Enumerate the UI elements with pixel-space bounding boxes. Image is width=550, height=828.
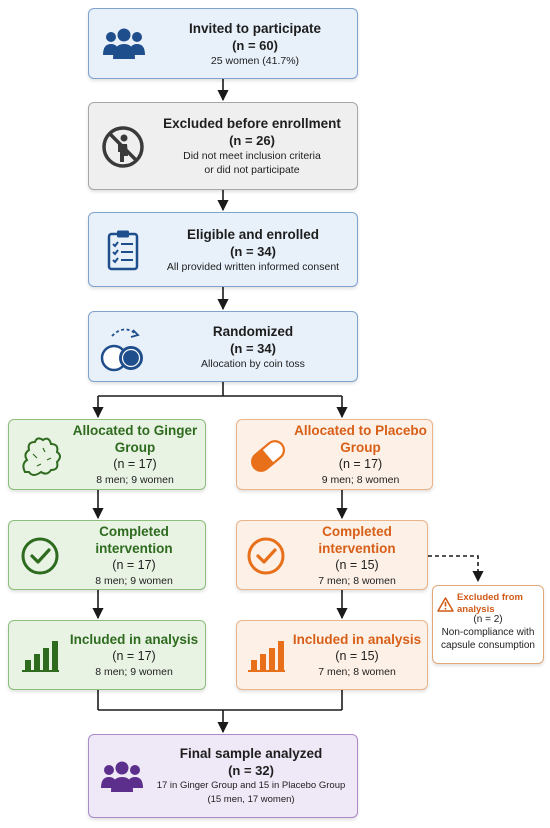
people-icon xyxy=(97,755,147,799)
node-note: 25 women (41.7%) xyxy=(210,54,300,67)
node-note: Allocation by coin toss xyxy=(201,357,305,370)
coin-toss-icon xyxy=(97,320,153,376)
node-title: Randomized xyxy=(212,323,294,339)
node-note-line1: 17 in Ginger Group and 15 in Placebo Gro… xyxy=(156,780,346,791)
node-count: (n = 17) xyxy=(338,457,383,471)
no-person-icon xyxy=(99,123,147,171)
node-title: Excluded before enrollment xyxy=(163,116,341,131)
node-note: 7 men; 8 women xyxy=(318,574,396,587)
node-note-line2: (15 men, 17 women) xyxy=(207,794,295,805)
node-count: (n = 15) xyxy=(335,557,379,572)
dashed-arrow-to-excluded-analysis xyxy=(428,555,484,583)
node-note-line1: Did not meet inclusion criteria xyxy=(183,150,321,162)
node-count: (n = 17) xyxy=(113,457,157,471)
node-count: (n = 32) xyxy=(228,763,274,778)
node-excluded-from-analysis: Excluded from analysis (n = 2) Non-compl… xyxy=(432,585,544,664)
node-title: Allocated to Placebo Group xyxy=(294,423,427,455)
node-note: 8 men; 9 women xyxy=(96,474,174,486)
node-note-line2: or did not participate xyxy=(204,164,300,176)
ginger-icon xyxy=(15,430,67,482)
node-ginger-completed: Completed intervention (n = 17) 8 men; 9… xyxy=(8,520,206,590)
capsule-icon xyxy=(243,430,293,482)
node-placebo-completed: Completed intervention (n = 15) 7 men; 8… xyxy=(236,520,428,590)
node-invited: Invited to participate (n = 60) 25 women… xyxy=(88,8,358,79)
node-eligible-enrolled: Eligible and enrolled (n = 34) All provi… xyxy=(88,212,358,287)
node-randomized: Randomized (n = 34) Allocation by coin t… xyxy=(88,311,358,382)
node-count: (n = 26) xyxy=(229,133,275,148)
clipboard-icon xyxy=(103,225,143,275)
node-count: (n = 34) xyxy=(230,243,276,259)
node-count: (n = 17) xyxy=(112,557,156,572)
node-count: (n = 34) xyxy=(230,340,276,356)
bar-chart-icon xyxy=(243,633,289,679)
node-note-line2: capsule consumption xyxy=(441,640,535,651)
node-ginger-allocated: Allocated to Ginger Group (n = 17) 8 men… xyxy=(8,419,206,490)
node-excluded-before-enrollment: Excluded before enrollment (n = 26) Did … xyxy=(88,102,358,190)
node-note: 7 men; 8 women xyxy=(318,666,396,678)
node-note: 8 men; 9 women xyxy=(95,574,173,587)
node-count: (n = 2) xyxy=(473,614,503,625)
people-icon xyxy=(101,23,147,65)
node-title: Completed intervention xyxy=(318,523,396,556)
node-count: (n = 15) xyxy=(335,649,379,663)
bar-chart-icon xyxy=(17,633,63,679)
node-note: 9 men; 8 women xyxy=(321,474,400,486)
node-count: (n = 60) xyxy=(232,37,278,53)
node-title: Invited to participate xyxy=(188,20,322,36)
check-circle-icon xyxy=(243,533,289,579)
node-note: All provided written informed consent xyxy=(166,260,340,273)
node-placebo-analysis: Included in analysis (n = 15) 7 men; 8 w… xyxy=(236,620,428,690)
warning-icon xyxy=(437,596,454,612)
node-note: 8 men; 9 women xyxy=(95,666,173,678)
node-title: Included in analysis xyxy=(69,632,199,647)
node-count: (n = 17) xyxy=(112,649,156,663)
node-title: Eligible and enrolled xyxy=(186,226,320,242)
node-title: Final sample analyzed xyxy=(179,746,323,761)
node-title: Included in analysis xyxy=(292,632,422,647)
node-note-line1: Non-compliance with xyxy=(441,627,535,638)
node-title: Excluded from analysis xyxy=(457,592,523,615)
check-circle-icon xyxy=(17,533,63,579)
node-ginger-analysis: Included in analysis (n = 17) 8 men; 9 w… xyxy=(8,620,206,690)
node-placebo-allocated: Allocated to Placebo Group (n = 17) 9 me… xyxy=(236,419,433,490)
node-final-sample: Final sample analyzed (n = 32) 17 in Gin… xyxy=(88,734,358,818)
node-title: Allocated to Ginger Group xyxy=(72,423,198,455)
node-title: Completed intervention xyxy=(95,523,173,556)
